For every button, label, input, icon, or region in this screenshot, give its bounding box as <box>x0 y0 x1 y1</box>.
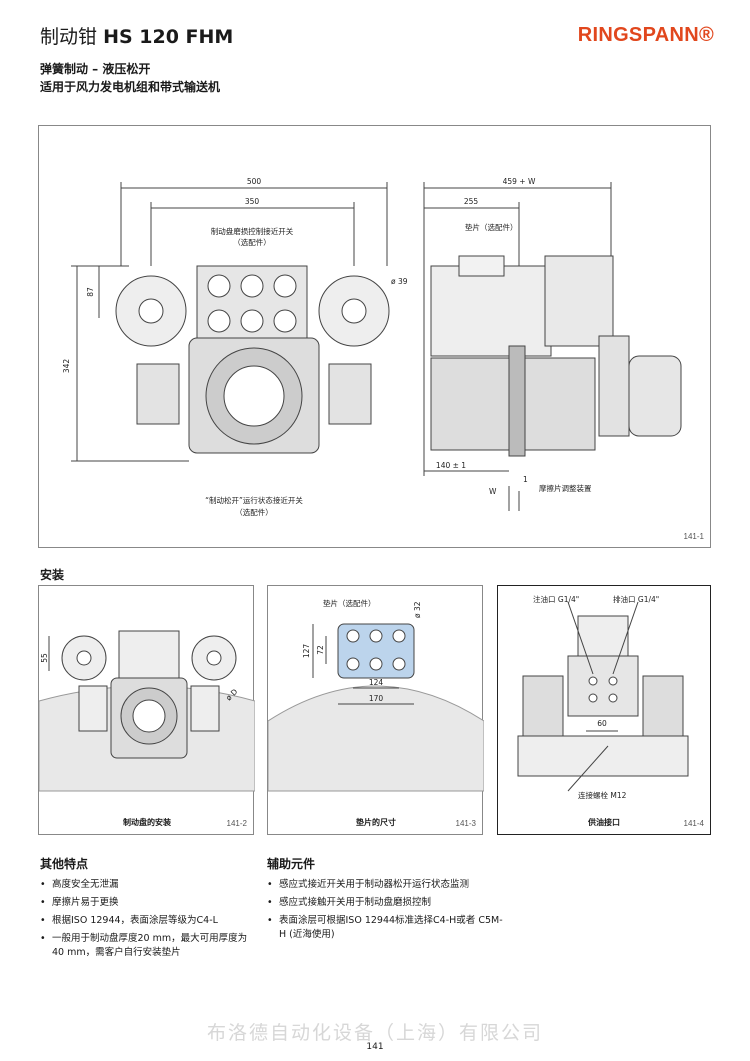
figure-number: 141-2 <box>226 819 247 828</box>
figure-number: 141-4 <box>683 819 704 828</box>
bolt-label: 连接螺栓 M12 <box>578 790 627 800</box>
dim-124: 124 <box>369 678 384 687</box>
note-release-switch: “制动松开”运行状态接近开关 <box>205 495 303 505</box>
dim-255: 255 <box>464 197 479 206</box>
ringspann-logo: RINGSPANN® <box>577 24 714 46</box>
dim-500: 500 <box>247 177 262 186</box>
figure-caption: 垫片的尺寸 <box>356 818 396 827</box>
accessories-list: 感应式接近开关用于制动器松开运行状态监测 感应式接触开关用于制动盘磨损控制 表面… <box>267 878 507 946</box>
figure-number: 141-1 <box>683 532 704 541</box>
list-item: 感应式接近开关用于制动器松开运行状态监测 <box>267 878 507 892</box>
note-wear-switch-optional: （选配件） <box>233 237 271 247</box>
oil-inlet-label: 注油口 G1/4" <box>533 594 579 604</box>
main-dimension-drawing: 500 350 342 87 ø 39 制动盘磨损控制接近开关 （选配件） “制… <box>62 177 682 517</box>
shim-dimension-drawing: 垫片（选配件） ø 32 127 72 124 170 <box>267 598 485 792</box>
page-title: 制动钳 HS 120 FHM <box>40 22 233 49</box>
subtitle-2: 适用于风力发电机组和带式输送机 <box>40 80 221 94</box>
note-release-switch-optional: （选配件） <box>235 507 273 517</box>
figure-oil-connection: 注油口 G1/4" 排油口 G1/4" 60 连接螺栓 M12 供油接口 141… <box>497 585 711 835</box>
dim-55: 55 <box>40 653 49 663</box>
page-number: 141 <box>366 1042 384 1052</box>
oil-connection-drawing: 注油口 G1/4" 排油口 G1/4" 60 连接螺栓 M12 <box>517 594 689 800</box>
note-wear-switch: 制动盘磨损控制接近开关 <box>211 226 294 236</box>
dim-350: 350 <box>245 197 260 206</box>
features-list: 高度安全无泄漏 摩擦片易于更换 根据ISO 12944，表面涂层等级为C4-L … <box>40 878 250 964</box>
list-item: 表面涂层可根据ISO 12944标准选择C4-H或者 C5M-H (近海使用) <box>267 914 507 942</box>
subtitle-1: 弹簧制动 – 液压松开 <box>40 62 151 76</box>
dim-72: 72 <box>316 645 325 655</box>
dim-170: 170 <box>369 694 384 703</box>
list-item: 根据ISO 12944，表面涂层等级为C4-L <box>40 914 250 928</box>
figure-disc-installation: 55 ø D 制动盘的安装 141-2 <box>38 585 256 835</box>
dim-1: 1 <box>523 475 528 484</box>
dim-87: 87 <box>86 287 95 297</box>
accessories-title: 辅助元件 <box>267 857 316 871</box>
note-shim: 垫片（选配件） <box>465 222 518 232</box>
list-item: 摩擦片易于更换 <box>40 896 250 910</box>
dim-60: 60 <box>597 719 607 728</box>
dim-140: 140 ± 1 <box>436 461 466 470</box>
dim-342: 342 <box>62 359 71 374</box>
watermark: 布洛德自动化设备（上海）有限公司 <box>206 1022 543 1044</box>
figure-caption: 制动盘的安装 <box>123 818 171 827</box>
oil-vent-label: 排油口 G1/4" <box>613 594 659 604</box>
title-model: HS 120 FHM <box>103 26 234 48</box>
features-title: 其他特点 <box>40 857 89 871</box>
figure-main-dimensions: 500 350 342 87 ø 39 制动盘磨损控制接近开关 （选配件） “制… <box>38 125 711 548</box>
figure-caption: 供油接口 <box>588 818 620 827</box>
dim-d39: ø 39 <box>391 277 408 286</box>
figure-number: 141-3 <box>455 819 476 828</box>
figure-shim-dimensions: 垫片（选配件） ø 32 127 72 124 170 垫片的尺寸 141-3 <box>267 585 485 835</box>
dim-127: 127 <box>302 644 311 659</box>
install-section-title: 安装 <box>40 568 65 582</box>
title-prefix: 制动钳 <box>40 26 98 48</box>
dim-w: W <box>489 487 497 496</box>
list-item: 高度安全无泄漏 <box>40 878 250 892</box>
note-adjust-device: 摩擦片调整装置 <box>539 483 592 493</box>
disc-installation-drawing: 55 ø D <box>38 630 256 792</box>
list-item: 一般用于制动盘厚度20 mm，最大可用厚度为 40 mm，需客户自行安装垫片 <box>40 932 250 960</box>
dim-d32: ø 32 <box>413 601 422 618</box>
list-item: 感应式接触开关用于制动盘磨损控制 <box>267 896 507 910</box>
dim-459-w: 459 + W <box>503 177 536 186</box>
note-shim: 垫片（选配件） <box>323 598 376 608</box>
